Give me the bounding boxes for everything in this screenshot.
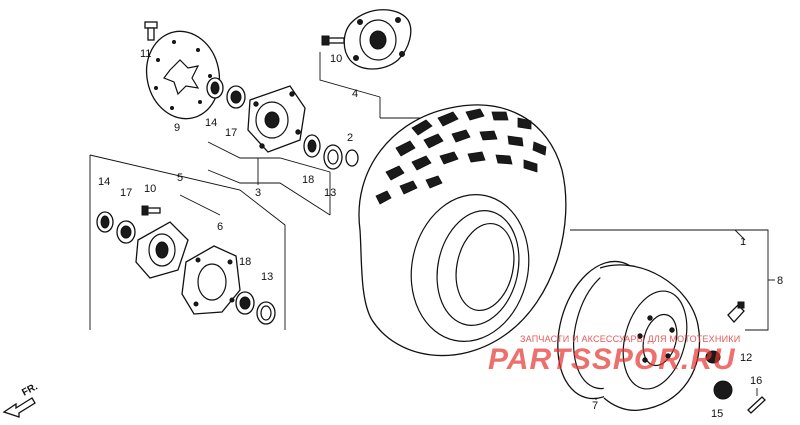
callout-12: 12 [740, 352, 752, 364]
watermark-tagline: ЗАПЧАСТИ И АКСЕССУАРЫ ДЛЯ МОТОТЕХНИКИ [520, 334, 741, 344]
callout-4: 4 [352, 88, 358, 100]
cap-15 [713, 380, 733, 400]
callout-9: 9 [174, 122, 180, 134]
callout-18-upper: 18 [302, 174, 314, 186]
callout-10-left: 10 [144, 183, 156, 195]
callout-16: 16 [750, 375, 762, 387]
tire [358, 104, 567, 357]
callout-14-upper: 14 [205, 117, 217, 129]
callout-5: 5 [177, 172, 183, 184]
callout-11: 11 [140, 48, 151, 60]
watermark-brand: PARTSSPOR.RU [488, 343, 736, 376]
callout-13-upper: 13 [324, 187, 336, 199]
brake-plate-6 [181, 245, 241, 315]
callout-17-upper: 17 [225, 127, 237, 139]
callout-8: 8 [777, 275, 783, 287]
callout-7: 7 [592, 400, 598, 412]
bolt-11 [144, 21, 158, 41]
front-direction-arrow: FR. [2, 381, 40, 418]
valve-stem [727, 301, 745, 323]
wheel-rim [557, 260, 701, 411]
bearing-set-middle [303, 134, 359, 170]
hub-5 [135, 221, 189, 279]
bearing-set-left [96, 205, 161, 244]
callout-18-left: 18 [239, 256, 251, 268]
callout-15: 15 [711, 408, 723, 420]
callout-6: 6 [217, 221, 223, 233]
hub-3 [247, 85, 306, 153]
bearing-set-left-lower [235, 291, 276, 325]
nut-12 [705, 350, 721, 364]
callout-1: 1 [740, 236, 746, 248]
hub-upper [321, 9, 412, 70]
callout-13-left: 13 [261, 271, 273, 283]
brake-disc [145, 30, 221, 120]
front-label: FR. [20, 381, 40, 398]
callout-labels: 11 9 10 4 14 17 3 2 18 13 14 17 10 5 6 1… [98, 48, 783, 420]
callout-14-left: 14 [98, 176, 110, 188]
callout-2: 2 [347, 132, 353, 144]
callout-17-left: 17 [120, 187, 132, 199]
callout-10-upper: 10 [330, 53, 342, 65]
callout-3: 3 [255, 187, 261, 199]
stud-16 [747, 396, 766, 414]
bearing-set-upper [206, 77, 246, 109]
